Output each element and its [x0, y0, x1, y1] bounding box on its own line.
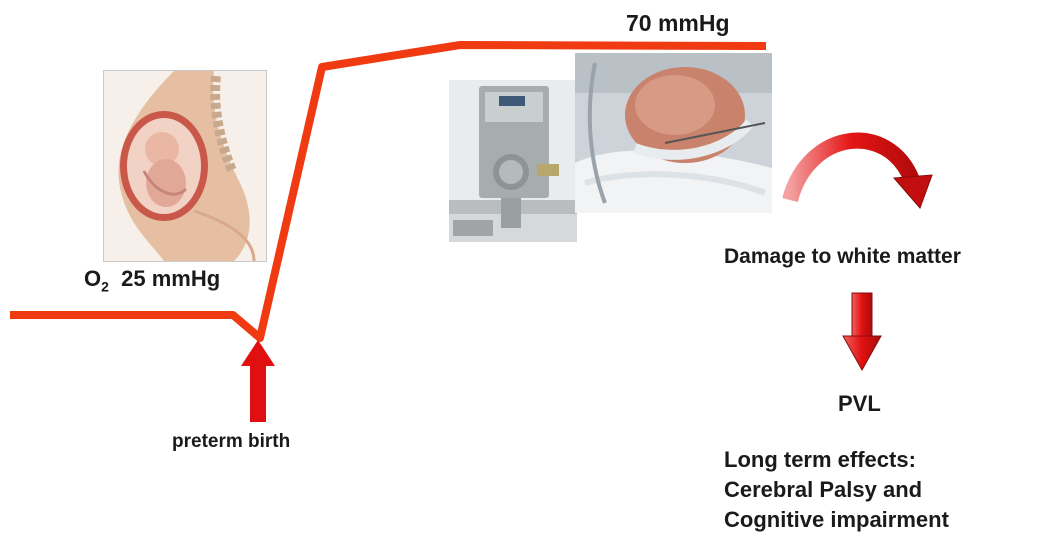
- mother-fetus-illustration: [103, 70, 267, 262]
- oxygen-regulator-photo: [449, 80, 577, 242]
- preterm-birth-label: preterm birth: [172, 431, 290, 453]
- effects-line: Long term effects:: [724, 445, 949, 475]
- effects-line: Cognitive impairment: [724, 505, 949, 535]
- pvl-label: PVL: [838, 391, 881, 417]
- curved-arrow: [790, 141, 932, 208]
- long-term-effects: Long term effects: Cerebral Palsy and Co…: [724, 445, 949, 535]
- fetal-oxygen-label: O2 25 mmHg: [84, 266, 220, 294]
- birth-up-arrow: [241, 340, 275, 422]
- oxygen-subscript: 2: [101, 278, 109, 294]
- oxygen-symbol: O: [84, 266, 101, 291]
- effects-line: Cerebral Palsy and: [724, 475, 949, 505]
- down-arrow: [843, 293, 881, 370]
- white-matter-damage-label: Damage to white matter: [724, 245, 961, 269]
- fetal-oxygen-value: 25 mmHg: [121, 266, 220, 291]
- preterm-infant-photo: [575, 53, 772, 213]
- postnatal-oxygen-value: 70 mmHg: [626, 10, 730, 37]
